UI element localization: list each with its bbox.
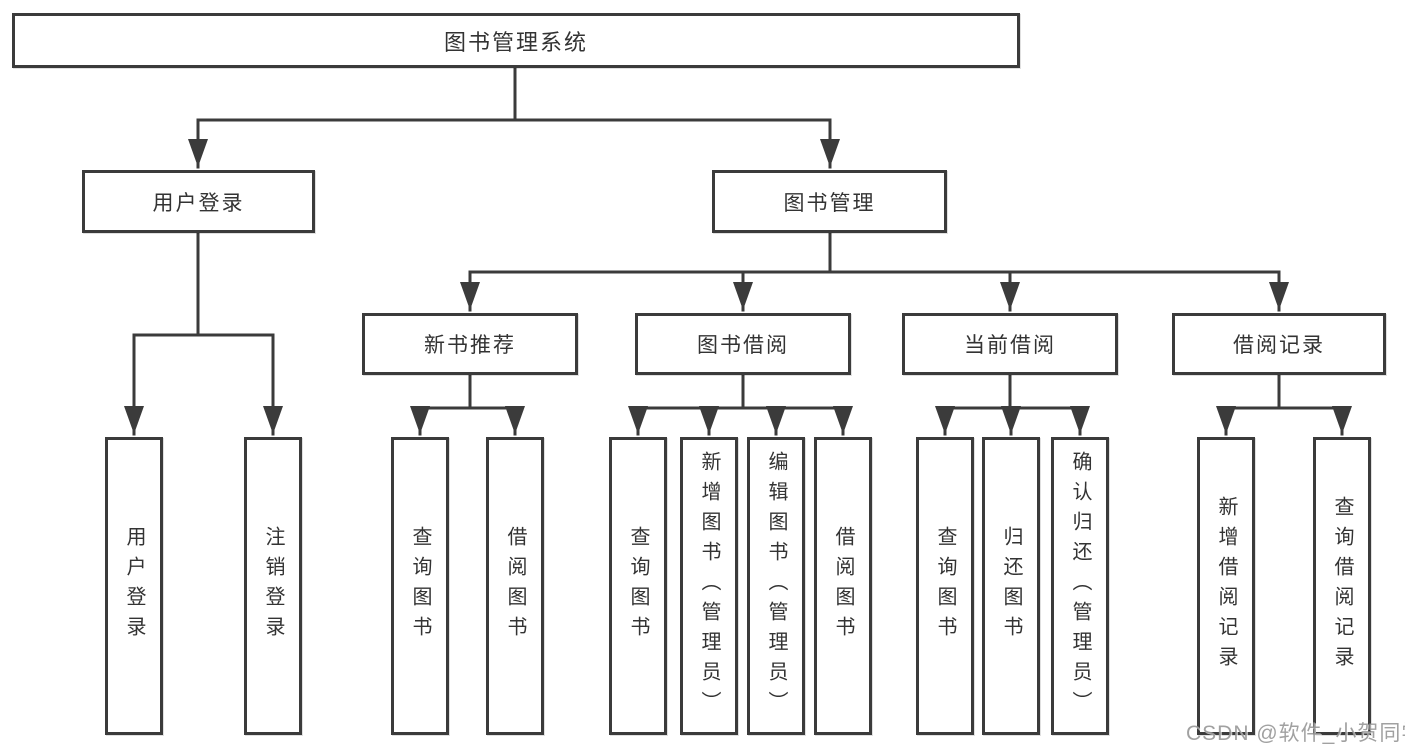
leaf-logout: 注销登录 (244, 437, 302, 735)
node-borrowing-records: 借阅记录 (1172, 313, 1386, 375)
node-book-management: 图书管理 (712, 170, 947, 233)
leaf-confirm-return-admin: 确认归还（管理员） (1051, 437, 1109, 735)
leaf-add-books-admin: 新增图书（管理员） (680, 437, 738, 735)
leaf-edit-books-admin: 编辑图书（管理员） (747, 437, 805, 735)
node-new-book-recommend: 新书推荐 (362, 313, 578, 375)
leaf-query-borrow-record: 查询借阅记录 (1313, 437, 1371, 735)
node-library-management-system: 图书管理系统 (12, 13, 1020, 68)
leaf-query-books-borrowing: 查询图书 (609, 437, 667, 735)
node-user-login: 用户登录 (82, 170, 315, 233)
leaf-query-books-recommend: 查询图书 (391, 437, 449, 735)
leaf-add-borrow-record: 新增借阅记录 (1197, 437, 1255, 735)
connector-group (124, 66, 1352, 436)
leaf-query-books-current: 查询图书 (916, 437, 974, 735)
leaf-borrow-books-borrowing: 借阅图书 (814, 437, 872, 735)
leaf-return-books: 归还图书 (982, 437, 1040, 735)
csdn-watermark: CSDN @软件_小贺同学 (1186, 722, 1405, 745)
node-book-borrowing: 图书借阅 (635, 313, 851, 375)
leaf-user-login: 用户登录 (105, 437, 163, 735)
node-current-borrowing: 当前借阅 (902, 313, 1118, 375)
leaf-borrow-books-recommend: 借阅图书 (486, 437, 544, 735)
